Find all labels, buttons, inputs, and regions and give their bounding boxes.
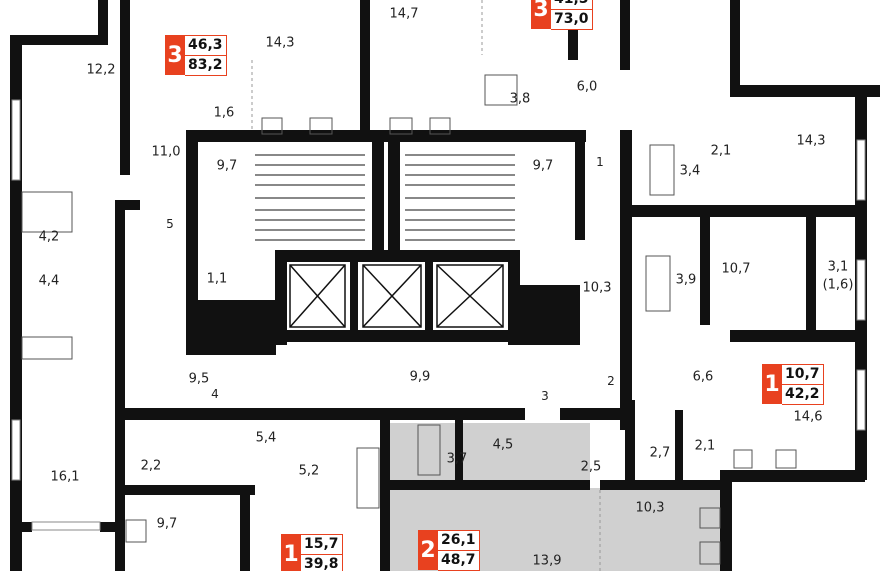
area-label: 13,9 bbox=[532, 553, 562, 569]
area-label: 10,3 bbox=[635, 500, 665, 516]
total-area: 39,8 bbox=[301, 555, 343, 571]
area-label: 14,7 bbox=[389, 6, 419, 22]
living-area: 41,5 bbox=[551, 0, 593, 10]
area-label: (1,6) bbox=[822, 277, 854, 293]
area-label: 9,7 bbox=[532, 158, 554, 174]
stove-icon bbox=[775, 449, 797, 469]
area-label: 1,6 bbox=[213, 105, 235, 121]
apartment-badge[interactable]: 3 46,3 83,2 bbox=[165, 35, 227, 76]
area-label: 1,1 bbox=[206, 271, 228, 287]
room-count: 1 bbox=[762, 364, 782, 404]
bathtub-icon bbox=[417, 424, 441, 476]
area-label: 10,3 bbox=[582, 280, 612, 296]
area-label: 3,1 bbox=[827, 259, 849, 275]
total-area: 83,2 bbox=[185, 56, 227, 76]
room-count: 3 bbox=[165, 35, 185, 75]
partitions bbox=[251, 0, 601, 571]
area-label: 14,3 bbox=[796, 133, 826, 149]
living-area: 15,7 bbox=[301, 534, 343, 555]
area-label: 9,7 bbox=[156, 516, 178, 532]
area-label: 12,2 bbox=[86, 62, 116, 78]
area-label: 16,1 bbox=[50, 469, 80, 485]
area-label: 9,9 bbox=[409, 369, 431, 385]
area-label: 4,4 bbox=[38, 273, 60, 289]
bathtub-icon bbox=[645, 255, 671, 312]
stove-icon bbox=[125, 519, 147, 543]
apartment-badge[interactable]: 1 10,7 42,2 bbox=[762, 364, 824, 405]
area-label: 2,2 bbox=[140, 458, 162, 474]
area-label: 2,1 bbox=[694, 438, 716, 454]
living-area: 10,7 bbox=[782, 364, 824, 385]
area-label: 10,7 bbox=[721, 261, 751, 277]
area-label: 4,5 bbox=[492, 437, 514, 453]
area-label: 4,2 bbox=[38, 229, 60, 245]
total-area: 48,7 bbox=[438, 551, 480, 571]
area-label: 9,7 bbox=[216, 158, 238, 174]
stove-icon bbox=[699, 541, 721, 565]
windows bbox=[11, 99, 866, 531]
apartment-badge[interactable]: 1 15,7 39,8 bbox=[281, 534, 343, 571]
corridor-number: 5 bbox=[166, 217, 174, 231]
bathtub-icon bbox=[21, 336, 73, 360]
area-label: 2,7 bbox=[649, 445, 671, 461]
selected-unit-shade-2 bbox=[590, 488, 725, 571]
stove-icon bbox=[389, 117, 413, 135]
sink-icon bbox=[429, 117, 451, 135]
living-area: 26,1 bbox=[438, 530, 480, 551]
room-count: 3 bbox=[531, 0, 551, 29]
area-label: 3,8 bbox=[509, 91, 531, 107]
apartment-badge[interactable]: 3 41,5 73,0 bbox=[531, 0, 593, 30]
area-label: 5,4 bbox=[255, 430, 277, 446]
corridor-number: 3 bbox=[541, 389, 549, 403]
area-label: 3,9 bbox=[675, 272, 697, 288]
fixtures bbox=[21, 74, 797, 565]
area-label: 9,5 bbox=[188, 371, 210, 387]
room-count: 2 bbox=[418, 530, 438, 570]
area-label: 3,7 bbox=[446, 451, 468, 467]
area-label: 6,0 bbox=[576, 79, 598, 95]
area-label: 5,2 bbox=[298, 463, 320, 479]
stair-icon bbox=[255, 154, 515, 241]
stove-icon bbox=[309, 117, 333, 135]
bathtub-icon bbox=[21, 191, 73, 233]
bathtub-icon bbox=[356, 447, 380, 509]
total-area: 42,2 bbox=[782, 385, 824, 405]
sink-icon bbox=[733, 449, 753, 469]
bathtub-icon bbox=[649, 144, 675, 196]
corridor-number: 1 bbox=[596, 155, 604, 169]
sink-icon bbox=[261, 117, 283, 135]
room-count: 1 bbox=[281, 534, 301, 571]
corridor-number: 2 bbox=[607, 374, 615, 388]
area-label: 14,6 bbox=[793, 409, 823, 425]
area-label: 3,4 bbox=[679, 163, 701, 179]
area-label: 6,6 bbox=[692, 369, 714, 385]
sink-icon bbox=[699, 507, 721, 529]
area-label: 14,3 bbox=[265, 35, 295, 51]
walls bbox=[10, 0, 880, 571]
area-label: 2,5 bbox=[580, 459, 602, 475]
area-label: 2,1 bbox=[710, 143, 732, 159]
area-label: 11,0 bbox=[151, 144, 181, 160]
corridor-number: 4 bbox=[211, 387, 219, 401]
total-area: 73,0 bbox=[551, 10, 593, 30]
living-area: 46,3 bbox=[185, 35, 227, 56]
apartment-badge[interactable]: 2 26,1 48,7 bbox=[418, 530, 480, 571]
elevator-icon bbox=[289, 264, 504, 328]
shower-icon bbox=[484, 74, 518, 106]
